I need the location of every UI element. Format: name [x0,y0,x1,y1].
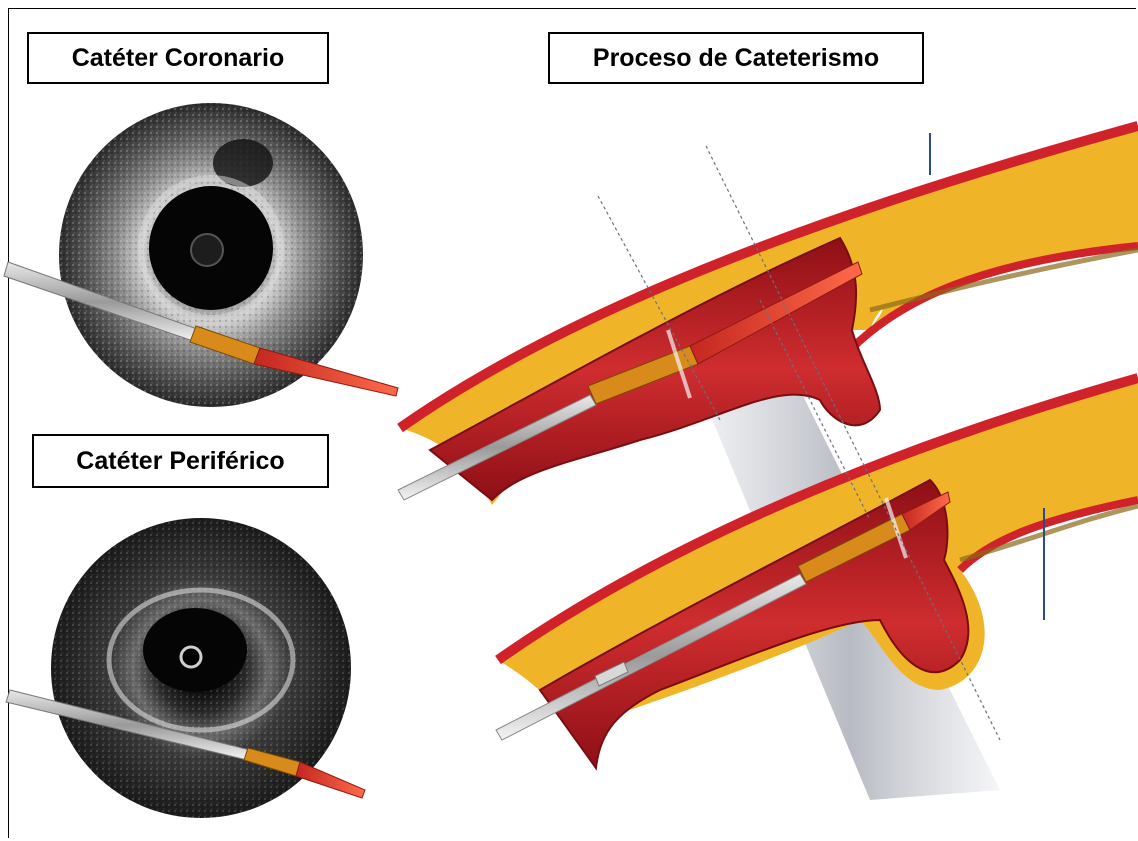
peripheral-catheter-label: Catéter Periférico [32,434,329,488]
coronary-ivus-image [59,103,363,407]
coronary-catheter-label: Catéter Coronario [27,32,329,84]
catheterization-process-label: Proceso de Cateterismo [548,32,924,84]
